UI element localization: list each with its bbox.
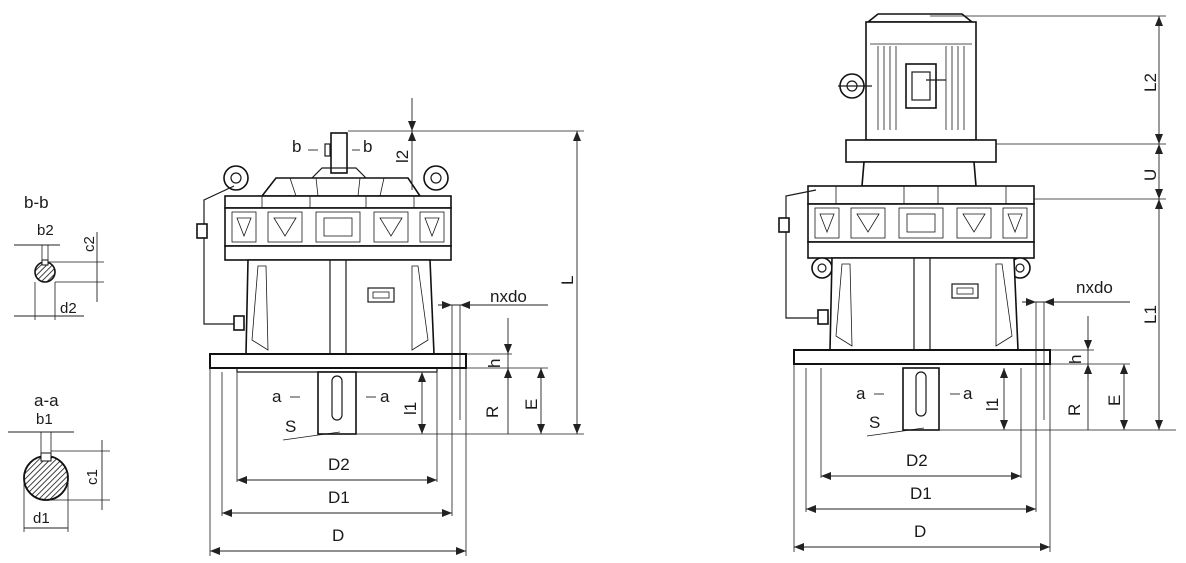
label-L: L	[558, 276, 577, 285]
label-E-left: E	[522, 399, 541, 410]
motor-cycloid-housing	[807, 203, 1035, 243]
adapter-flange	[845, 139, 997, 163]
motor-output-shaft	[902, 367, 940, 431]
lifting-eye-right	[423, 165, 449, 191]
label-U: U	[1141, 169, 1160, 181]
label-D-left: D	[332, 526, 344, 545]
label-h-right: h	[1066, 355, 1085, 364]
label-S-left: S	[285, 417, 296, 436]
label-a-right-right: a	[963, 384, 973, 403]
label-L2: L2	[1141, 73, 1160, 92]
label-E-right: E	[1105, 395, 1124, 406]
reducer-body	[245, 259, 435, 355]
label-d1: d1	[33, 510, 50, 527]
label-b-left: b	[292, 137, 301, 156]
label-a-right: a	[380, 387, 390, 406]
input-shaft	[330, 132, 348, 174]
label-R-right: R	[1065, 404, 1084, 416]
label-L1: L1	[1141, 305, 1160, 324]
output-shaft	[317, 371, 357, 435]
label-l1-right: l1	[983, 398, 1002, 411]
label-a-left-right: a	[856, 384, 866, 403]
motor-mounting-flange	[793, 349, 1051, 365]
label-c1: c1	[84, 469, 101, 485]
cycloid-housing	[224, 207, 452, 247]
label-S-right: S	[869, 413, 880, 432]
label-b2: b2	[37, 222, 54, 239]
section-bb: b-b b2 c2 d2	[14, 193, 104, 320]
label-D2-left: D2	[328, 455, 350, 474]
label-D1-left: D1	[328, 488, 350, 507]
keyway-b	[41, 259, 49, 266]
shaft-a-section	[23, 455, 69, 501]
label-D2-right: D2	[906, 451, 928, 470]
label-l1-left: l1	[401, 402, 420, 415]
section-bb-title: b-b	[24, 193, 49, 212]
label-l2: l2	[393, 150, 412, 163]
terminal-box	[905, 63, 937, 109]
label-R-left: R	[483, 406, 502, 418]
label-D1-right: D1	[910, 484, 932, 503]
section-aa-title: a-a	[34, 391, 59, 410]
label-d2: d2	[60, 300, 77, 317]
motor-reducer-body	[829, 257, 1019, 351]
label-h-left: h	[485, 359, 504, 368]
label-b-right: b	[363, 137, 372, 156]
section-aa: a-a b1 c1 d1	[8, 391, 110, 532]
label-b1: b1	[36, 411, 53, 428]
right-motor-reducer-view: L2 U L1 nxdo h R E l1 a a S D2 D1 D	[778, 13, 1176, 552]
left-reducer-view: l2 L b b nxdo h R E l1 a a S D2 D1 D	[196, 98, 584, 556]
lifting-eye-left	[223, 165, 249, 191]
label-nxdo-left: nxdo	[490, 287, 527, 306]
label-D-right: D	[914, 522, 926, 541]
keyway-a	[40, 452, 52, 462]
label-nxdo-right: nxdo	[1076, 278, 1113, 297]
mounting-flange	[209, 353, 467, 369]
label-c2: c2	[81, 236, 98, 252]
label-a-left: a	[272, 387, 282, 406]
